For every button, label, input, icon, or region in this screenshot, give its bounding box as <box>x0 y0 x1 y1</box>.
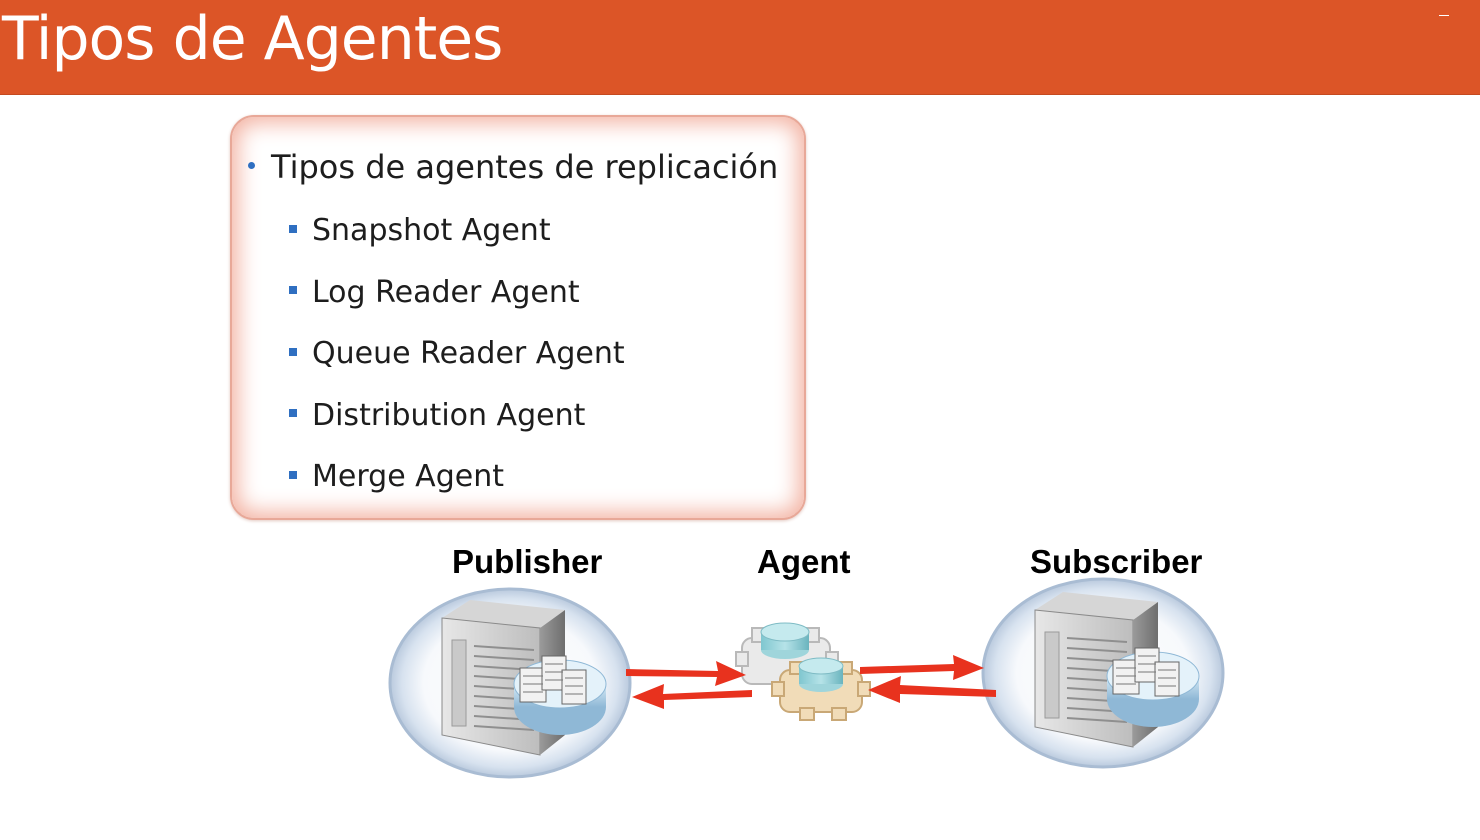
agent-name: Distribution Agent <box>312 397 586 433</box>
list-item: Log Reader Agent <box>289 267 625 329</box>
main-bullet-text: Tipos de agentes de replicación <box>271 148 779 186</box>
agent-name: Queue Reader Agent <box>312 336 625 371</box>
list-item: Merge Agent <box>289 451 625 513</box>
agent-list: Snapshot Agent Log Reader Agent Queue Re… <box>289 205 625 513</box>
bullet-square-icon <box>289 409 297 417</box>
bullet-square-icon <box>289 347 297 356</box>
arrow-icon <box>626 655 996 709</box>
list-item: Distribution Agent <box>289 390 625 452</box>
bullet-square-icon <box>289 470 297 479</box>
agent-name: Merge Agent <box>312 459 504 494</box>
bullet-square-icon <box>289 286 297 294</box>
bullet-square-icon <box>289 224 297 233</box>
agent-name: Snapshot Agent <box>312 213 551 248</box>
publisher-server-icon <box>388 587 632 779</box>
list-item: Queue Reader Agent <box>289 328 625 390</box>
main-bullet: Tipos de agentes de replicación <box>248 142 808 192</box>
subscriber-label: Subscriber <box>1030 543 1203 580</box>
slide-title: Tipos de Agentes <box>2 4 503 74</box>
minimize-mark <box>1439 15 1449 16</box>
title-bar: Tipos de Agentes <box>0 0 1480 95</box>
publisher-database-icon <box>513 655 607 735</box>
subscriber-server-icon <box>981 577 1225 769</box>
agent-gear-icon <box>735 622 871 721</box>
publisher-label: Publisher <box>452 543 603 580</box>
bullet-box <box>230 115 806 520</box>
agent-label: Agent <box>757 543 851 580</box>
bullet-dot-icon <box>248 161 255 169</box>
agent-name: Log Reader Agent <box>312 274 580 310</box>
list-item: Snapshot Agent <box>289 205 625 267</box>
subscriber-database-icon <box>1106 647 1200 727</box>
